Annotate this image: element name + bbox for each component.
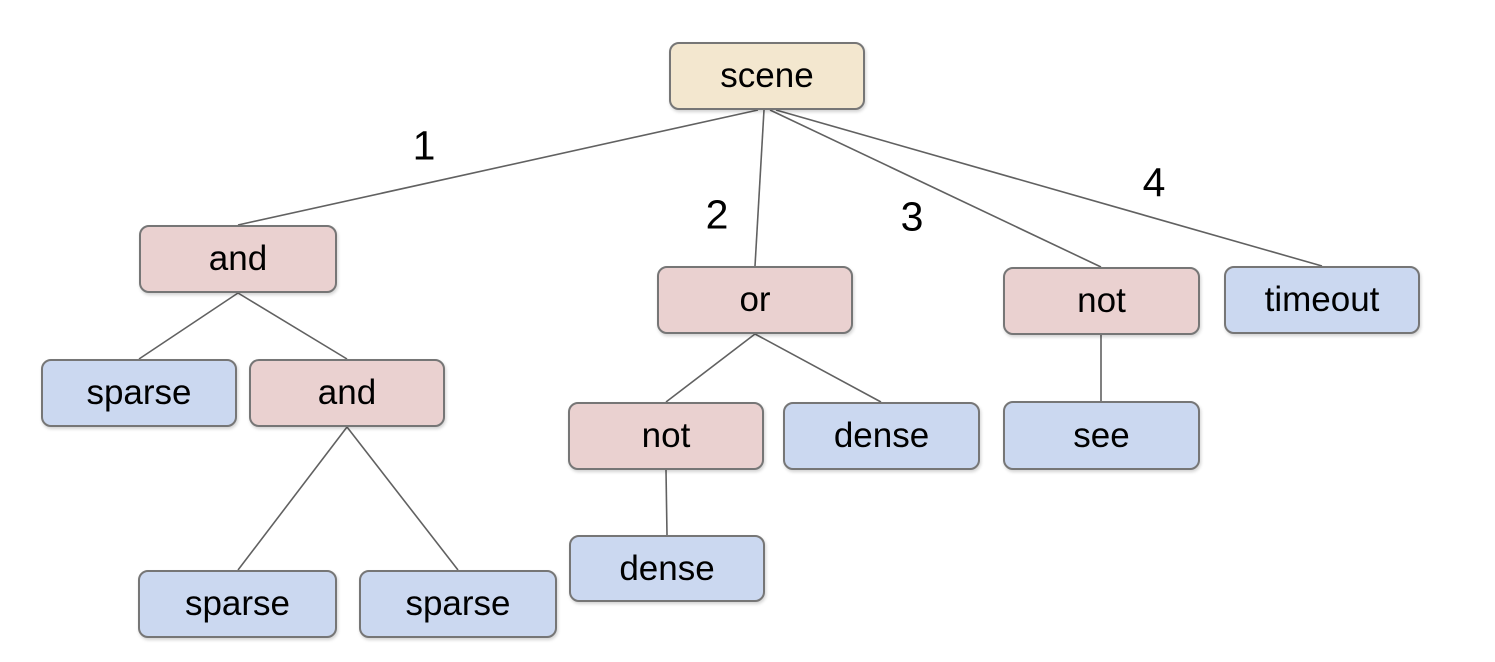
tree-node-see-1: see: [1003, 401, 1200, 470]
node-label: scene: [720, 56, 814, 95]
edge-label-2: 2: [705, 191, 729, 238]
node-label: timeout: [1264, 280, 1380, 319]
node-label: dense: [619, 548, 715, 588]
edge-scene-to-or-1: [754, 109, 765, 267]
tree-node-sparse-2: sparse: [138, 570, 337, 638]
tree-node-and-2: and: [249, 359, 445, 427]
node-label: or: [739, 280, 771, 319]
edge-label-1: 1: [412, 122, 436, 169]
node-label: sparse: [86, 373, 192, 412]
node-label: sparse: [184, 584, 291, 623]
edge-and-2-to-sparse-2: [237, 426, 348, 571]
edge-scene-to-and-1: [237, 109, 759, 226]
edge-and-1-to-and-2: [237, 292, 348, 360]
node-label: not: [641, 416, 691, 455]
tree-node-scene: scene: [669, 42, 865, 110]
tree-node-and-1: and: [139, 225, 337, 293]
node-label: and: [317, 373, 377, 412]
tree-node-not-2: not: [568, 402, 764, 470]
tree-node-dense-1: dense: [783, 402, 980, 470]
edge-not-2-to-dense-2: [665, 469, 668, 536]
tree-node-sparse-3: sparse: [359, 570, 557, 638]
tree-node-or-1: or: [657, 266, 853, 334]
node-label: and: [208, 239, 268, 278]
tree-node-not-1: not: [1003, 267, 1200, 335]
edge-label-4: 4: [1142, 159, 1166, 206]
tree-node-sparse-1: sparse: [41, 359, 237, 427]
node-label: see: [1073, 415, 1130, 455]
edge-and-2-to-sparse-3: [346, 426, 459, 571]
edge-and-1-to-sparse-1: [138, 292, 239, 360]
edge-scene-to-timeout-1: [775, 109, 1323, 267]
tree-node-timeout-1: timeout: [1224, 266, 1420, 334]
node-label: not: [1077, 281, 1126, 320]
edge-or-1-to-dense-1: [754, 333, 882, 403]
edge-or-1-to-not-2: [665, 333, 756, 403]
edge-label-3: 3: [900, 193, 924, 240]
edge-scene-to-not-1: [769, 109, 1102, 268]
node-label: dense: [833, 416, 930, 455]
tree-node-dense-2: dense: [569, 535, 765, 602]
node-label: sparse: [405, 584, 511, 623]
